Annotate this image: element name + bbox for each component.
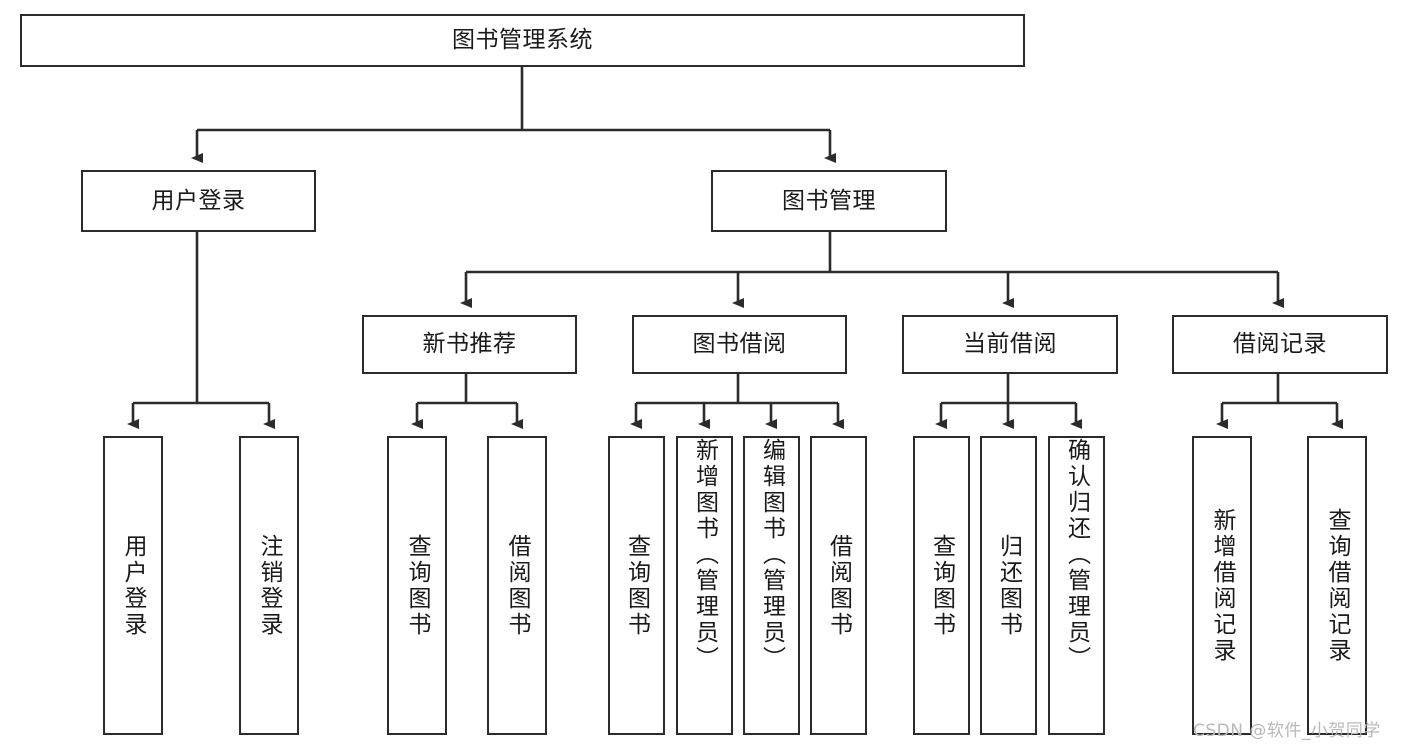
node-leaf-query-book-1-label: 查询图书 xyxy=(404,533,431,638)
node-leaf-borrow-book-1[interactable]: 借阅图书 xyxy=(487,436,547,735)
node-leaf-confirm-return-label: 确认归还（管理员） xyxy=(1063,438,1090,672)
node-user-login[interactable]: 用户登录 xyxy=(81,170,316,232)
node-leaf-query-book-2-label: 查询图书 xyxy=(623,533,650,638)
node-leaf-query-record[interactable]: 查询借阅记录 xyxy=(1307,436,1367,735)
node-leaf-user-login-label: 用户登录 xyxy=(120,533,147,638)
node-leaf-add-book[interactable]: 新增图书（管理员） xyxy=(676,436,733,735)
node-leaf-borrow-book-2[interactable]: 借阅图书 xyxy=(810,436,867,735)
node-current-borrow-label: 当前借阅 xyxy=(963,331,1057,358)
node-leaf-add-record-label: 新增借阅记录 xyxy=(1209,507,1236,664)
node-root[interactable]: 图书管理系统 xyxy=(20,14,1025,67)
node-new-book-recommend[interactable]: 新书推荐 xyxy=(362,315,577,374)
node-borrow-record-label: 借阅记录 xyxy=(1233,331,1327,358)
node-leaf-query-book-3[interactable]: 查询图书 xyxy=(913,436,970,735)
node-book-borrow[interactable]: 图书借阅 xyxy=(632,315,847,374)
node-leaf-add-record[interactable]: 新增借阅记录 xyxy=(1192,436,1252,735)
node-current-borrow[interactable]: 当前借阅 xyxy=(902,315,1118,374)
node-leaf-query-record-label: 查询借阅记录 xyxy=(1324,507,1351,664)
node-leaf-query-book-2[interactable]: 查询图书 xyxy=(608,436,665,735)
node-leaf-logout[interactable]: 注销登录 xyxy=(239,436,299,735)
node-new-book-recommend-label: 新书推荐 xyxy=(422,331,517,358)
csdn-watermark: CSDN @软件_小贺同学 xyxy=(1193,721,1381,741)
node-leaf-add-book-label: 新增图书（管理员） xyxy=(691,438,718,672)
node-leaf-logout-label: 注销登录 xyxy=(256,533,283,638)
node-leaf-user-login[interactable]: 用户登录 xyxy=(103,436,163,735)
node-leaf-confirm-return[interactable]: 确认归还（管理员） xyxy=(1048,436,1105,735)
node-leaf-edit-book[interactable]: 编辑图书（管理员） xyxy=(743,436,800,735)
node-leaf-borrow-book-2-label: 借阅图书 xyxy=(825,533,852,638)
node-leaf-return-book[interactable]: 归还图书 xyxy=(980,436,1037,735)
node-leaf-return-book-label: 归还图书 xyxy=(995,533,1022,638)
node-root-label: 图书管理系统 xyxy=(452,27,593,54)
node-leaf-borrow-book-1-label: 借阅图书 xyxy=(504,533,531,638)
node-book-management-label: 图书管理 xyxy=(782,187,876,214)
node-leaf-query-book-1[interactable]: 查询图书 xyxy=(387,436,447,735)
node-leaf-query-book-3-label: 查询图书 xyxy=(928,533,955,638)
node-book-borrow-label: 图书借阅 xyxy=(692,331,787,358)
node-user-login-label: 用户登录 xyxy=(151,187,246,214)
node-borrow-record[interactable]: 借阅记录 xyxy=(1172,315,1388,374)
node-book-management[interactable]: 图书管理 xyxy=(711,170,947,232)
node-leaf-edit-book-label: 编辑图书（管理员） xyxy=(758,438,785,672)
